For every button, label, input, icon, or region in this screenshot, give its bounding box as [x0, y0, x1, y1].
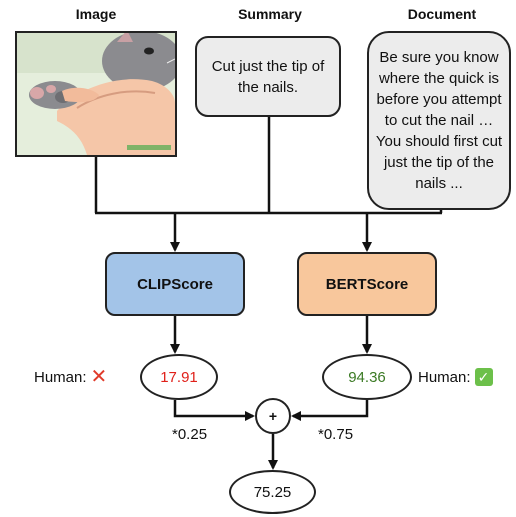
human-label-left: Human:: [34, 368, 87, 386]
input-image: [15, 31, 177, 157]
human-judgement-right: Human: ✓: [418, 368, 493, 386]
weight-right: *0.75: [318, 426, 354, 443]
bertscore-value: 94.36: [322, 354, 412, 400]
check-mark-icon: ✓: [474, 368, 493, 386]
cat-paw-illustration: [17, 33, 175, 155]
document-text-box: Be sure you know where the quick is befo…: [367, 31, 511, 210]
plus-combiner: +: [255, 398, 291, 434]
summary-text-box: Cut just the tip of the nails.: [195, 36, 341, 117]
arrow-bert-to-plus: [291, 400, 369, 421]
human-judgement-left: Human: ✕: [34, 366, 108, 388]
image-header: Image: [75, 6, 117, 22]
bertscore-box: BERTScore: [297, 252, 437, 316]
final-score: 75.25: [229, 470, 316, 514]
document-header: Document: [407, 6, 477, 22]
clipscore-value: 17.91: [140, 354, 218, 400]
cross-mark-icon: ✕: [90, 366, 108, 388]
summary-header: Summary: [238, 6, 302, 22]
clipscore-box: CLIPScore: [105, 252, 245, 316]
weight-left: *0.25: [172, 426, 208, 443]
arrow-clip-to-plus: [173, 400, 255, 421]
human-label-right: Human:: [418, 368, 471, 386]
